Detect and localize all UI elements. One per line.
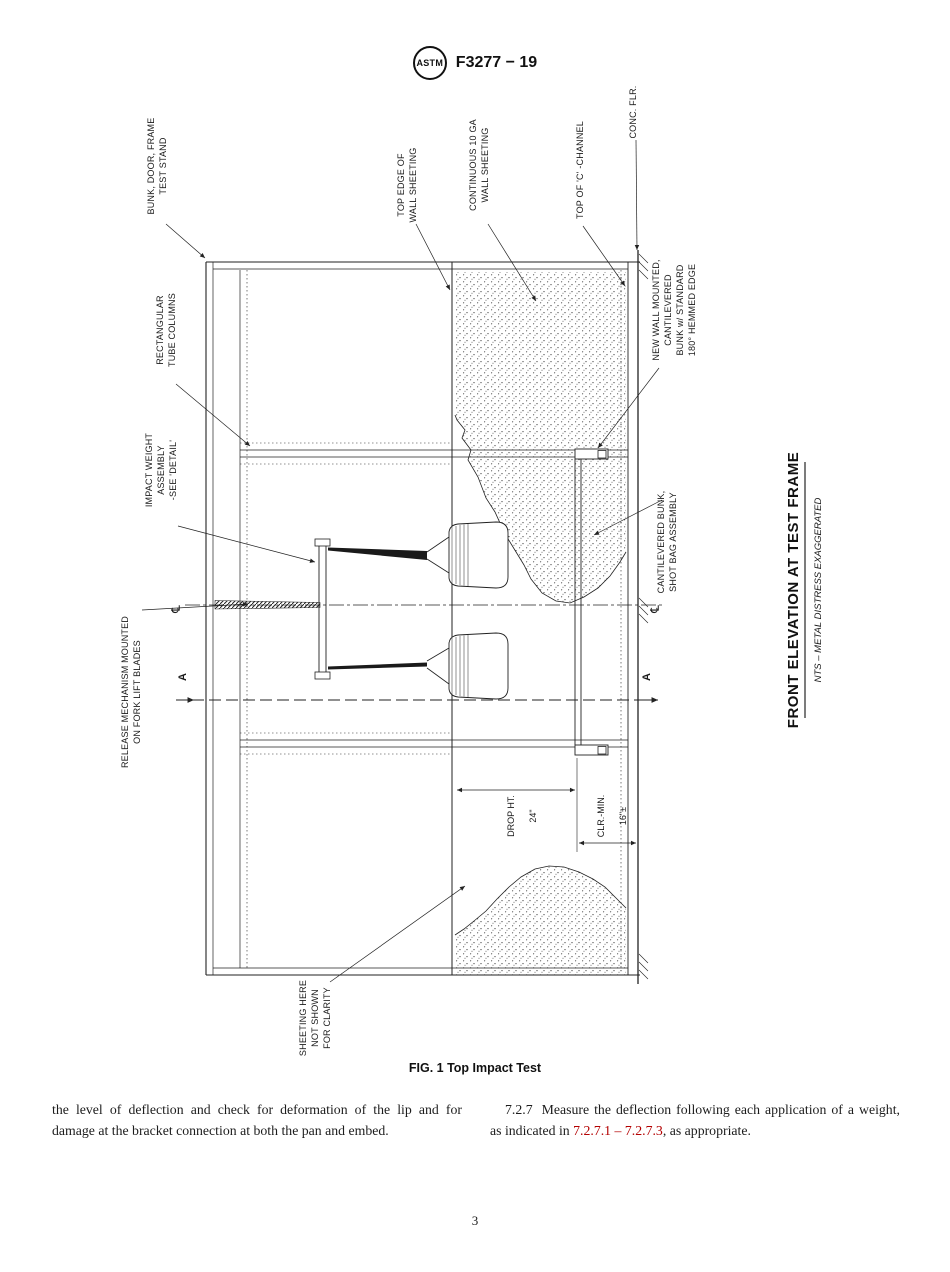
centerline-symbol-right: ℄ [648,605,662,614]
label-new-wall-mounted-bunk: CANTILEVERED [663,274,673,346]
label-rect-tube-columns: RECTANGULAR [155,295,165,365]
body-text-left-column: the level of deflection and check for de… [52,1102,462,1138]
cantilevered-bunk [574,448,609,756]
figure-caption: FIG. 1 Top Impact Test [408,1061,542,1075]
label-new-wall-mounted-bunk: BUNK w/ STANDARD [675,264,685,355]
label-cantilevered-bunk-shot-bag: CANTILEVERED BUNK, [656,491,666,594]
callout-labels: BUNK, DOOR, FRAME TEST STAND RECTANGULAR… [120,85,697,1056]
paragraph-text: , as appropriate. [662,1122,751,1138]
figure-top-impact-test: A A ℄ ℄ DROP HT. 24" CLR.-MIN. 16"± [120,85,824,1056]
label-bunk-door-frame: BUNK, DOOR, FRAME [146,118,156,215]
drawing-title-block: FRONT ELEVATION AT TEST FRAME NTS – META… [785,452,824,728]
label-release-mechanism: RELEASE MECHANISM MOUNTED [120,616,130,768]
section-marker-right: A [641,673,653,681]
impact-weight-assembly-lower [328,632,509,700]
label-top-edge-sheeting: WALL SHEETING [408,148,418,223]
centerline-symbol-left: ℄ [169,605,183,614]
section-line-a-a: A A [176,673,658,703]
label-impact-weight: ASSEMBLY [156,445,166,494]
release-mechanism [214,538,331,680]
label-impact-weight: -SEE 'DETAIL' [168,440,178,500]
label-release-mechanism: ON FORK LIFT BLADES [132,640,142,744]
section-reference-link[interactable]: 7.2.7.1 – 7.2.7.3 [573,1122,663,1138]
label-sheeting-not-shown: NOT SHOWN [310,989,320,1047]
leader-lines [141,139,663,983]
label-bunk-door-frame: TEST STAND [158,137,168,194]
impact-weight-assembly-upper [328,521,509,589]
dimension-lines: DROP HT. 24" CLR.-MIN. 16"± [457,758,636,852]
label-conc-flr: CONC. FLR. [628,85,638,138]
label-top-of-c-channel: TOP OF 'C' -CHANNEL [575,121,585,219]
drawing-title: FRONT ELEVATION AT TEST FRAME [785,452,802,728]
page-number: 3 [471,1213,479,1228]
page-footer: 3 [0,1213,950,1229]
label-new-wall-mounted-bunk: 180° HEMMED EDGE [687,264,697,356]
label-top-edge-sheeting: TOP EDGE OF [396,153,406,217]
dim-drop-ht-label: DROP HT. [506,795,516,837]
dim-clr-min-value: 16"± [618,807,628,825]
label-impact-weight: IMPACT WEIGHT [144,433,154,508]
section-marker-left: A [177,673,189,681]
label-cantilevered-bunk-shot-bag: SHOT BAG ASSEMBLY [668,492,678,592]
label-rect-tube-columns: TUBE COLUMNS [167,293,177,367]
astm-logo-icon: ASTM [412,46,447,80]
label-continuous-sheeting: WALL SHEETING [480,128,490,203]
label-sheeting-not-shown: FOR CLARITY [322,987,332,1049]
wall-sheeting-stipple [454,272,627,975]
page-header: ASTM F3277 − 19 [0,46,950,80]
label-sheeting-not-shown: SHEETING HERE [298,980,308,1056]
dim-drop-ht-value: 24" [528,809,538,822]
test-stand-frame [205,261,640,976]
drawing-subtitle: NTS – METAL DISTRESS EXAGGERATED [813,497,824,682]
label-continuous-sheeting: CONTINUOUS 10 GA [468,119,478,211]
paragraph-text: Measure the deflection following each ap… [490,1102,900,1138]
section-number: 7.2.7 [505,1102,533,1117]
tube-columns [240,442,628,755]
standard-designation: F3277 − 19 [455,54,538,71]
dim-clr-min-label: CLR.-MIN. [596,795,606,838]
concrete-floor [637,250,649,984]
label-new-wall-mounted-bunk: NEW WALL MOUNTED, [651,259,661,360]
